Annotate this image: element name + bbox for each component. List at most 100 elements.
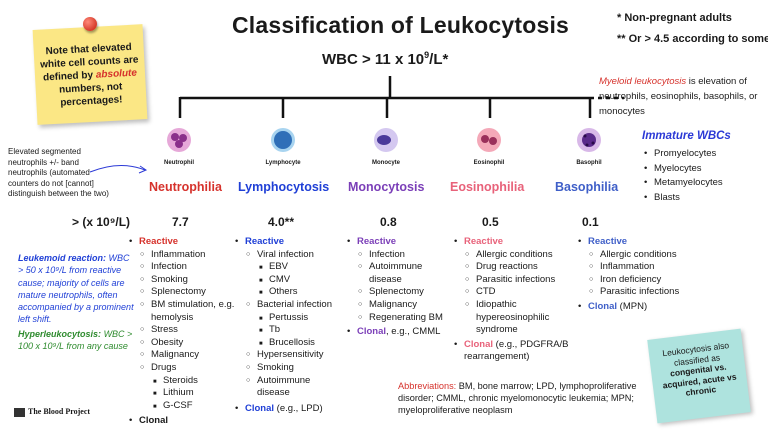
wbc-threshold-sup: 9 bbox=[424, 50, 430, 60]
list-item: Regenerating BM bbox=[345, 312, 457, 325]
list-item: Parasitic infections bbox=[452, 274, 572, 287]
abbreviations-text: BM, bone marrow; LPD, lymphoproliferativ… bbox=[398, 381, 637, 415]
list-item: Obesity bbox=[127, 337, 242, 350]
list-item: G-CSF bbox=[127, 400, 242, 413]
note-or-45: ** Or > 4.5 according to some bbox=[617, 33, 768, 45]
basophil-icon bbox=[577, 128, 601, 152]
leukemoid-text: WBC > 50 x 10⁹/L from reactive cause; ma… bbox=[18, 253, 134, 325]
list-item: Infection bbox=[345, 249, 457, 262]
list-item: Clonal (e.g., LPD) bbox=[233, 403, 343, 416]
list-item: Malignancy bbox=[127, 349, 242, 362]
reactive-label: Reactive bbox=[245, 236, 285, 247]
list-item: Infection bbox=[127, 261, 242, 274]
list-item: Parasitic infections bbox=[576, 286, 696, 299]
list-item: Metamyelocytes bbox=[642, 176, 723, 191]
book-icon bbox=[14, 407, 25, 417]
list-item: CMV bbox=[233, 274, 343, 287]
threshold-neutrophilia: 7.7 bbox=[172, 215, 189, 229]
reactive-label: Reactive bbox=[588, 236, 628, 247]
blood-project-logo: The Blood Project bbox=[14, 407, 90, 417]
list-item: Clonal bbox=[127, 415, 242, 428]
immature-wbcs-list: Promyelocytes Myelocytes Metamyelocytes … bbox=[642, 147, 723, 205]
basophilia-causes: Reactive Allergic conditions Inflammatio… bbox=[576, 236, 696, 314]
threshold-basophilia: 0.1 bbox=[582, 215, 599, 229]
list-item: Splenectomy bbox=[127, 286, 242, 299]
clonal-note: , e.g., CMML bbox=[386, 326, 441, 338]
list-item: EBV bbox=[233, 261, 343, 274]
category-eosinophilia: Eosinophilia bbox=[450, 180, 525, 194]
list-item: Inflammation bbox=[127, 249, 242, 262]
list-item: Brucellosis bbox=[233, 337, 343, 350]
category-basophilia: Basophilia bbox=[555, 180, 619, 194]
clonal-label: Clonal bbox=[464, 338, 494, 350]
list-item: CTD bbox=[452, 286, 572, 299]
hyperleukocytosis-title: Hyperleukocytosis bbox=[18, 328, 99, 339]
eosinophil-icon bbox=[477, 128, 501, 152]
clonal-label: Clonal bbox=[357, 326, 387, 338]
list-item: Reactive bbox=[452, 236, 572, 249]
reactive-label: Reactive bbox=[139, 236, 179, 247]
list-item: Reactive bbox=[345, 236, 457, 249]
lymphocyte-icon bbox=[271, 128, 295, 152]
list-item: Allergic conditions bbox=[452, 249, 572, 262]
neutrophilia-causes: Reactive Inflammation Infection Smoking … bbox=[127, 236, 242, 428]
list-item: Blasts bbox=[642, 191, 723, 206]
list-item: Hypersensitivity bbox=[233, 349, 343, 362]
clonal-note: (e.g., PDGFRA/B rearrangement) bbox=[464, 338, 569, 363]
lymphocytosis-causes: Reactive Viral infection EBV CMV Others … bbox=[233, 236, 343, 415]
list-item: Myelocytes bbox=[642, 162, 723, 177]
cell-label-neutrophil: Neutrophil bbox=[164, 160, 194, 166]
myeloid-term: Myeloid leukocytosis bbox=[599, 76, 687, 87]
neutrophil-icon bbox=[167, 128, 191, 152]
list-item: Splenectomy bbox=[345, 286, 457, 299]
list-item: Allergic conditions bbox=[576, 249, 696, 262]
list-item: Malignancy bbox=[345, 299, 457, 312]
list-item: Reactive bbox=[233, 236, 343, 249]
list-item: Reactive bbox=[576, 236, 696, 249]
reactive-label: Reactive bbox=[357, 236, 397, 247]
list-item: Lithium bbox=[127, 387, 242, 400]
list-item: Clonal (MPN) bbox=[576, 301, 696, 314]
myeloid-note: Myeloid leukocytosis is elevation of neu… bbox=[599, 74, 764, 119]
leukemoid-notes: Leukemoid reaction: WBC > 50 x 10⁹/L fro… bbox=[18, 252, 136, 352]
list-item: Iron deficiency bbox=[576, 274, 696, 287]
list-item: Pertussis bbox=[233, 312, 343, 325]
clonal-label: Clonal bbox=[139, 415, 169, 427]
eosinophilia-causes: Reactive Allergic conditions Drug reacti… bbox=[452, 236, 572, 364]
reactive-label: Reactive bbox=[464, 236, 504, 247]
threshold-lymphocytosis: 4.0** bbox=[268, 215, 295, 229]
logo-text: The Blood Project bbox=[28, 407, 91, 416]
myeloid-definition: is elevation of neutrophils, eosinophils… bbox=[599, 76, 758, 117]
category-lymphocytosis: Lymphocytosis bbox=[238, 180, 330, 194]
wbc-threshold-unit: /L* bbox=[429, 51, 449, 68]
list-item: Stress bbox=[127, 324, 242, 337]
cell-label-lymphocyte: Lymphocyte bbox=[265, 160, 301, 166]
clonal-note: (e.g., LPD) bbox=[274, 402, 323, 414]
list-item: Bacterial infection bbox=[233, 299, 343, 312]
leukemoid-title: Leukemoid reaction bbox=[18, 253, 104, 263]
list-item: Steroids bbox=[127, 375, 242, 388]
category-monocytosis: Monocytosis bbox=[348, 180, 425, 194]
list-item: Clonal (e.g., PDGFRA/B rearrangement) bbox=[452, 339, 572, 364]
note-non-pregnant: * Non-pregnant adults bbox=[617, 12, 732, 24]
list-item: Clonal, e.g., CMML bbox=[345, 326, 457, 339]
clonal-label: Clonal bbox=[245, 402, 275, 414]
threshold-monocytosis: 0.8 bbox=[380, 215, 397, 229]
clonal-note: (MPN) bbox=[617, 300, 648, 312]
neutrophil-annotation: Elevated segmented neutrophils +/- band … bbox=[8, 147, 109, 198]
hyperleukocytosis-block: Hyperleukocytosis: WBC > 100 x 10⁹/L fro… bbox=[18, 328, 133, 352]
list-item: Drugs bbox=[127, 362, 242, 375]
list-item: Viral infection bbox=[233, 249, 343, 262]
category-neutrophilia: Neutrophilia bbox=[149, 180, 222, 194]
page-title: Classification of Leukocytosis bbox=[232, 12, 570, 38]
wbc-threshold-text: WBC > 11 x 10 bbox=[322, 51, 425, 68]
hyperleukocytosis-text: WBC > 100 x 10⁹/L from any cause bbox=[18, 328, 133, 352]
pushpin-icon bbox=[83, 17, 97, 31]
list-item: Idiopathic hypereosinophilic syndrome bbox=[452, 299, 572, 337]
wbc-threshold: WBC > 11 x 109/L* bbox=[322, 50, 448, 68]
unit-label: > (x 10⁹/L) bbox=[72, 215, 131, 229]
monocyte-icon bbox=[374, 128, 398, 152]
abbreviations: Abbreviations: BM, bone marrow; LPD, lym… bbox=[398, 380, 653, 416]
immature-wbcs-title: Immature WBCs bbox=[642, 130, 731, 142]
